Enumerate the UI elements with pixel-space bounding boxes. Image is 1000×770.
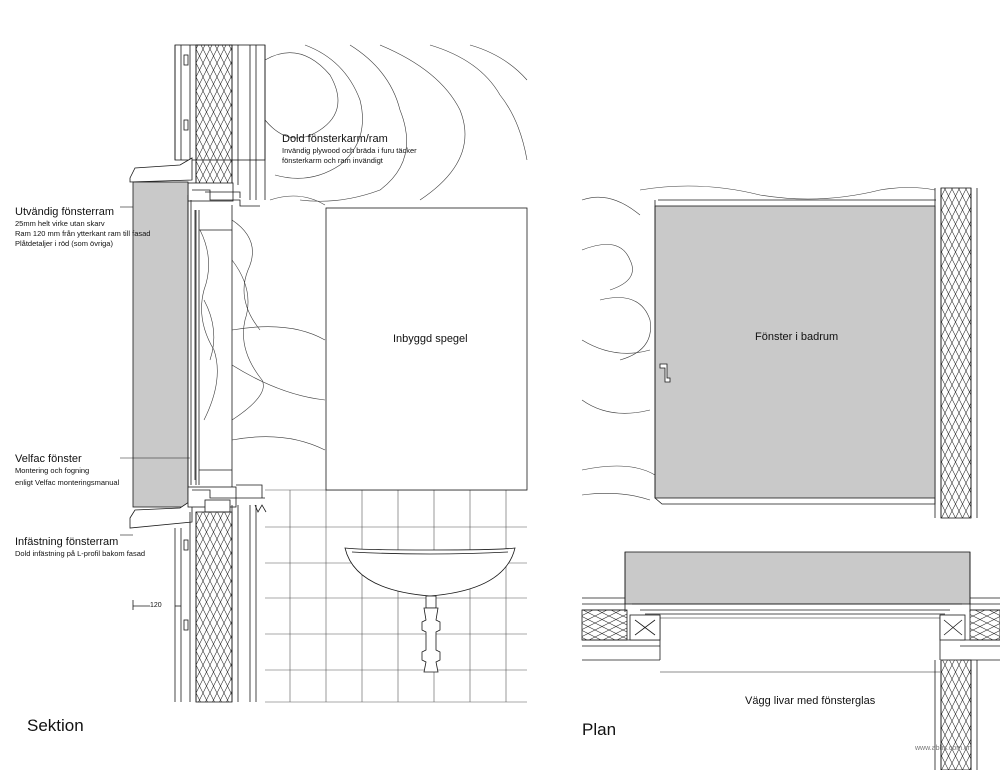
plan-wall-note: Vägg livar med fönsterglas xyxy=(745,695,876,707)
utvandig-callout-line-2: Ram 120 mm från ytterkant ram till fasad xyxy=(15,229,151,238)
dold-callout-title: Dold fönsterkarm/ram xyxy=(282,133,388,145)
plan-drawing xyxy=(581,185,1000,770)
plan-frame-lower xyxy=(624,551,971,605)
utvandig-callout-title: Utvändig fönsterram xyxy=(15,206,115,218)
infastning-callout-title: Infästning fönsterram xyxy=(15,536,119,548)
utvandig-callout-line-1: 25mm helt virke utan skarv xyxy=(15,219,105,228)
velfac-callout-line-2: enligt Velfac monteringsmanual xyxy=(15,478,120,487)
mirror-label: Inbyggd spegel xyxy=(393,333,468,345)
dimension-label: 120 xyxy=(150,602,162,609)
section-title: Sektion xyxy=(27,716,84,735)
window-frame-section xyxy=(132,181,189,508)
wood-grain-plan xyxy=(581,185,936,501)
plan-title: Plan xyxy=(582,720,617,739)
wood-grain-section xyxy=(199,44,528,451)
dold-callout-line-2: fönsterkarm och ram invändigt xyxy=(282,156,383,165)
velfac-callout-line-1: Montering och fogning xyxy=(15,466,90,475)
tile-grid xyxy=(265,489,527,703)
mirror-outline xyxy=(325,207,528,491)
dold-callout-line-1: Invändig plywood och bräda i furu täcker xyxy=(282,146,417,155)
plan-window-box xyxy=(654,205,936,499)
utvandig-callout-line-3: Plåtdetaljer i röd (som övriga) xyxy=(15,239,113,248)
plan-window-label: Fönster i badrum xyxy=(755,331,839,343)
velfac-callout-title: Velfac fönster xyxy=(15,453,82,465)
section-drawing xyxy=(120,44,528,703)
infastning-callout-line-1: Dold infästning på L-profil bakom fasad xyxy=(15,549,146,558)
watermark: www.abbs.com.cn xyxy=(915,745,972,752)
sink xyxy=(344,547,516,673)
